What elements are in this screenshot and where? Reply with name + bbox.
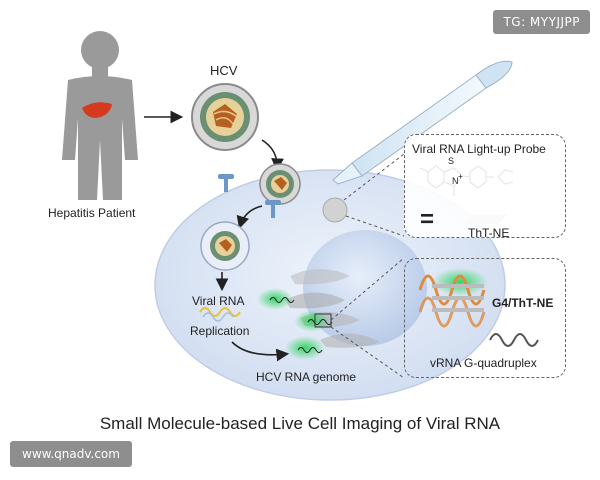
probe-box [404,134,566,238]
endosome-icon [200,221,250,271]
g4-complex-label: G4/ThT-NE [492,296,554,310]
genome-label: HCV RNA genome [256,370,357,384]
glow-spot [294,310,330,332]
watermark-tag: TG: MYYJJPP [493,10,590,34]
g-quadruplex-graphic [418,268,539,347]
arrow-hcv-to-cell [261,139,284,172]
pipette-icon [332,60,513,185]
probe-name: ThT-NE [468,226,510,240]
equals-sign: = [420,206,435,233]
receptor-icon [218,174,281,218]
viral-rna-label: Viral RNA [192,294,245,308]
glow-spot [285,336,325,360]
probe-title: Viral RNA Light-up Probe [412,142,546,156]
g4-bottom-label: vRNA G-quadruplex [430,356,537,370]
arrow-replication [231,341,290,362]
patient-figure [62,31,138,200]
viral-rna-strand [199,307,241,317]
patient-label: Hepatitis Patient [48,206,136,220]
hcv-label: HCV [210,63,238,78]
zoom-region [314,313,332,328]
virus-binding-icon [259,163,301,205]
liver-icon [82,102,112,118]
structure-n-atom: N [452,176,459,186]
watermark-url: www.qnadv.com [10,441,132,467]
replication-label: Replication [190,324,250,338]
probe-drop-icon [322,197,348,223]
figure-caption: Small Molecule-based Live Cell Imaging o… [99,414,501,433]
hcv-virus-icon [191,83,259,151]
structure-s-atom: S [448,156,455,166]
structure-charge: + [458,172,463,181]
g4-box [404,258,566,378]
arrow-entry [236,205,263,230]
